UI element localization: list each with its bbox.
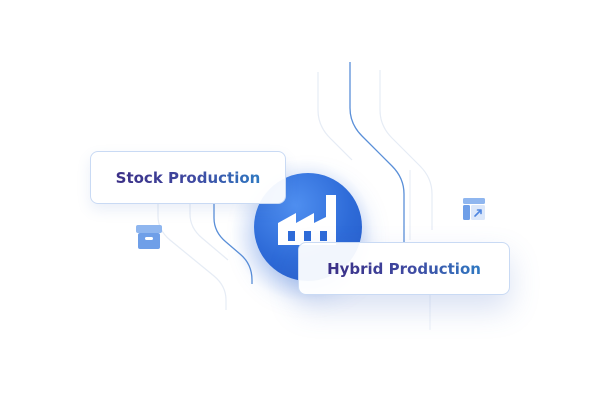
connector-line-top xyxy=(349,62,405,242)
stock-production-card[interactable]: Stock Production xyxy=(90,151,286,204)
factory-icon xyxy=(278,195,336,245)
archive-box-icon xyxy=(136,225,162,249)
connector-line-left xyxy=(213,204,253,284)
layout-swap-icon xyxy=(463,198,485,220)
hybrid-production-card[interactable]: Hybrid Production xyxy=(298,242,510,295)
stock-production-label: Stock Production xyxy=(115,168,261,187)
hybrid-production-label: Hybrid Production xyxy=(327,259,481,278)
